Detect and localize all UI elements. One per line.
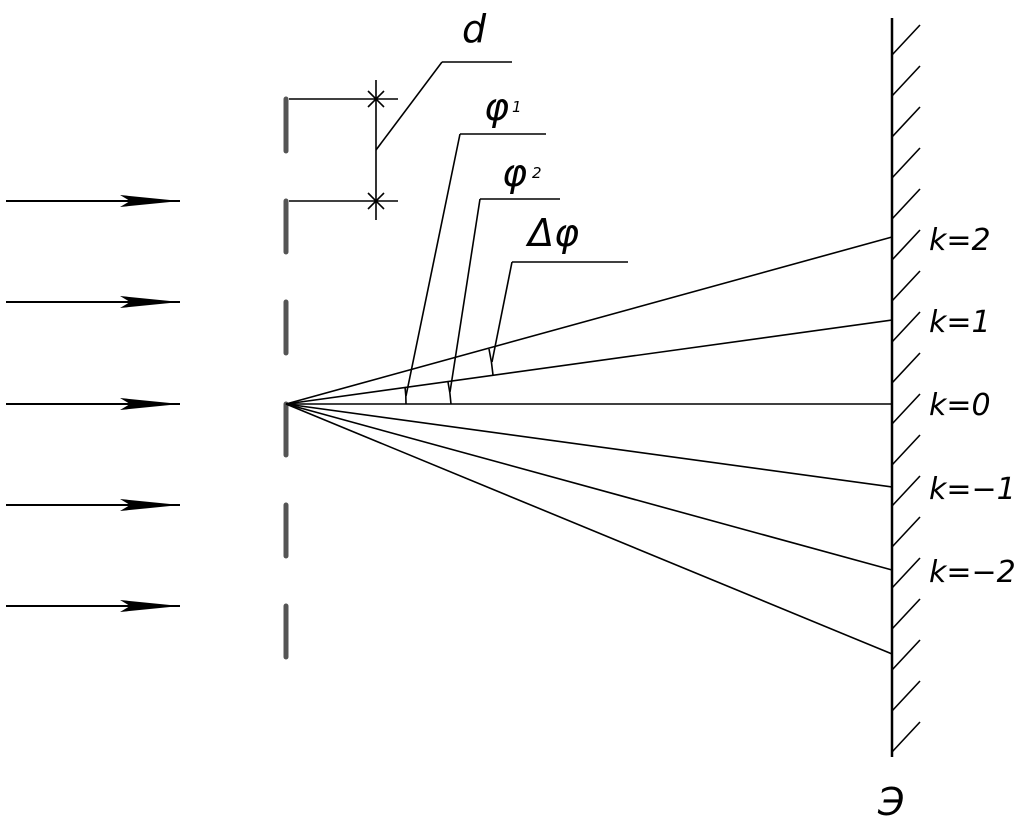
leader-delta-phi — [491, 261, 513, 363]
leader-phi1 — [405, 133, 461, 397]
hatch-mark — [891, 557, 921, 589]
delta-phi-label: Δφ — [525, 211, 579, 255]
hatch-mark — [891, 24, 921, 56]
ray-order-2 — [285, 236, 893, 405]
angle-arc-phi2 — [447, 381, 452, 405]
diffracted-rays — [285, 236, 893, 655]
hatch-mark — [891, 434, 921, 466]
hatch-mark — [891, 393, 921, 425]
incident-rays — [6, 195, 180, 612]
hatch-mark — [891, 598, 921, 630]
order-label-k2: k=2 — [929, 223, 991, 258]
hatch-mark — [891, 475, 921, 507]
hatch-mark — [891, 311, 921, 343]
ray-edge — [285, 403, 893, 655]
phi2-symbol: φ — [502, 151, 527, 195]
hatch-mark — [891, 65, 921, 97]
leader-phi2 — [449, 198, 481, 393]
ray-order-minus-2 — [285, 403, 893, 571]
hatch-mark — [891, 639, 921, 671]
hatch-mark — [891, 106, 921, 138]
hatch-mark — [891, 147, 921, 179]
screen-hatching — [891, 24, 921, 753]
period-dimension — [289, 61, 512, 220]
phi2-index: 2 — [532, 164, 542, 182]
ray-order-minus-1 — [285, 403, 893, 488]
phi1-symbol: φ — [484, 85, 509, 129]
ray-order-1 — [285, 319, 893, 405]
angle-leaders — [405, 133, 628, 397]
hatch-mark — [891, 229, 921, 261]
hatch-mark — [891, 680, 921, 712]
order-label-k1: k=1 — [929, 305, 991, 340]
order-label-km1: k=−1 — [929, 472, 1016, 507]
angle-arc-delta-phi — [488, 348, 494, 376]
dimension-tick-bottom-cross — [367, 192, 385, 210]
order-label-k0: k=0 — [929, 388, 991, 423]
leader-d — [375, 61, 443, 151]
hatch-mark — [891, 352, 921, 384]
period-label: d — [462, 7, 487, 51]
hatch-mark — [891, 188, 921, 220]
hatch-mark — [891, 270, 921, 302]
order-label-km2: k=−2 — [929, 555, 1016, 590]
dimension-tick-top-cross — [367, 90, 385, 108]
hatch-mark — [891, 721, 921, 753]
screen-label: Э — [877, 780, 905, 824]
phi1-index: 1 — [512, 98, 522, 116]
hatch-mark — [891, 516, 921, 548]
